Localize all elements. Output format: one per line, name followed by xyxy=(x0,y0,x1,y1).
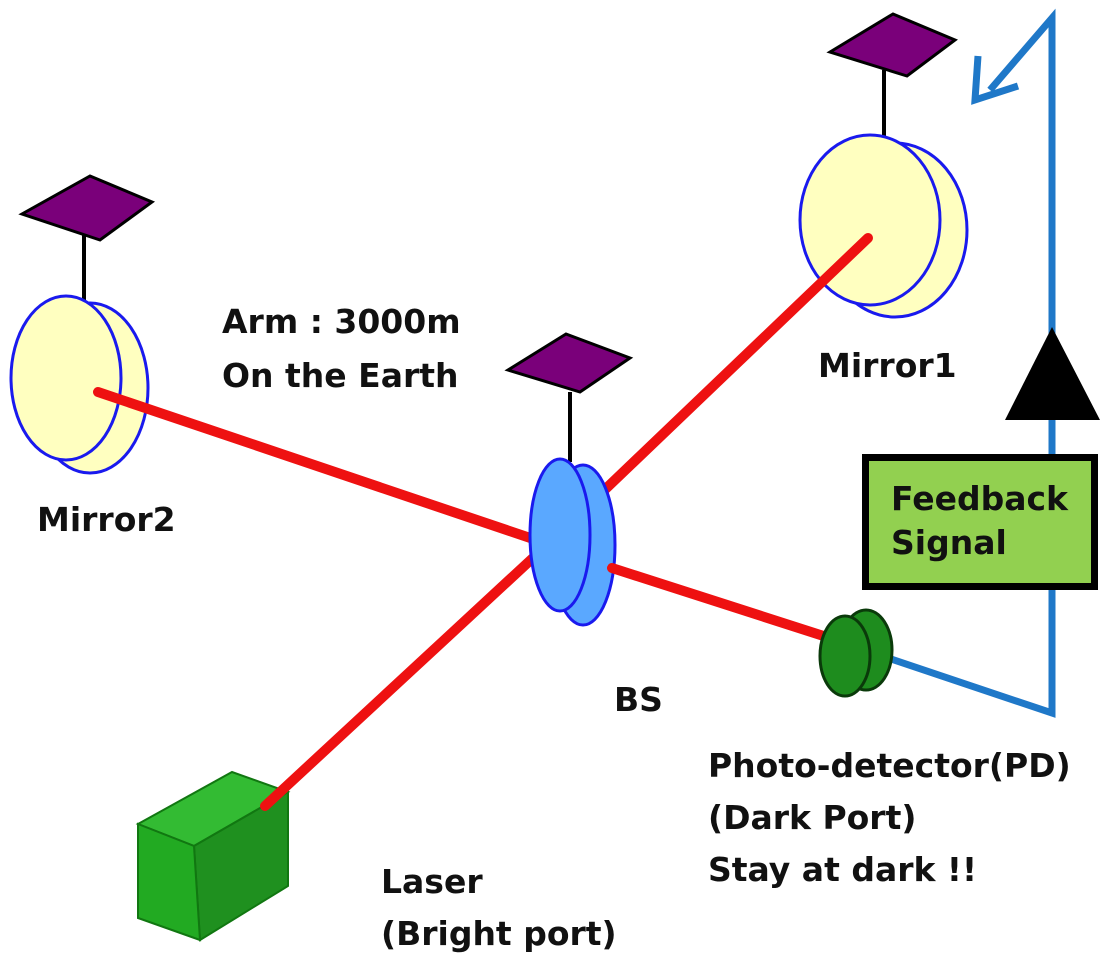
photo-detector xyxy=(818,608,894,698)
amplifier-triangle xyxy=(1005,327,1100,420)
mirror2 xyxy=(9,294,150,475)
mirror1 xyxy=(798,133,969,319)
beam-bs-to-pd xyxy=(607,563,841,645)
beam-splitter xyxy=(528,457,617,627)
mirror1-suspension-plate xyxy=(826,12,958,78)
beam-mirror2-to-bs xyxy=(93,387,553,549)
mirror1-label: Mirror1 xyxy=(818,346,957,385)
mirror2-suspension-plate xyxy=(18,174,156,242)
laser-port-label: (Bright port) xyxy=(381,914,617,953)
pd-note-label: Stay at dark !! xyxy=(708,850,978,889)
bs-label: BS xyxy=(614,680,663,719)
beam-laser-to-bs xyxy=(260,539,553,811)
bs-suspension-plate xyxy=(504,332,634,394)
feedback-label-line1: Feedback xyxy=(891,479,1068,518)
feedback-signal-box: Feedback Signal xyxy=(862,454,1098,590)
feedback-signal-label: Feedback Signal xyxy=(891,477,1068,565)
feedback-label-line2: Signal xyxy=(891,523,1007,562)
pd-label: Photo-detector(PD) xyxy=(708,746,1071,785)
feedback-arrowhead xyxy=(971,55,1020,105)
laser-label: Laser xyxy=(381,862,483,901)
arm-length-label: Arm : 3000m xyxy=(222,302,461,341)
arm-location-label: On the Earth xyxy=(222,356,459,395)
mirror2-label: Mirror2 xyxy=(37,500,176,539)
laser xyxy=(135,770,291,942)
pd-port-label: (Dark Port) xyxy=(708,798,917,837)
